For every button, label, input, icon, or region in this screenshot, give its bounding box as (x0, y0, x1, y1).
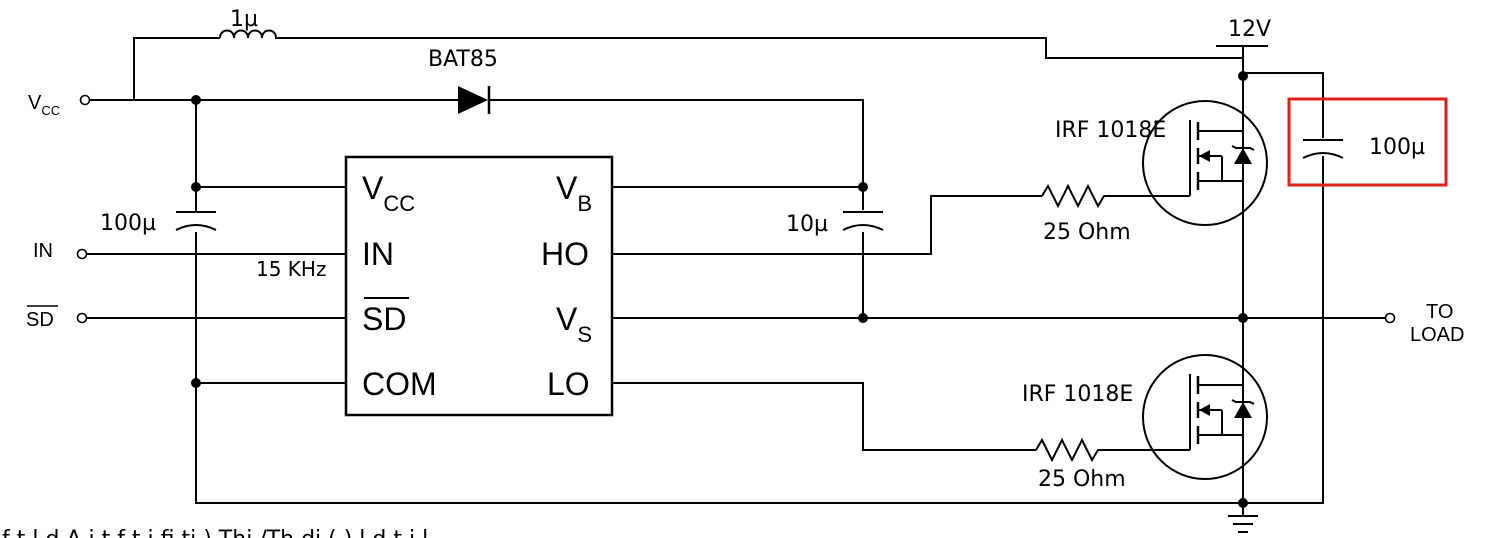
wire-right-rail (1243, 72, 1324, 504)
in-input-label: IN (33, 240, 53, 262)
cap-left-label: 100µ (100, 211, 156, 236)
resistor-bottom-icon (1035, 437, 1102, 463)
diode-icon (458, 86, 491, 114)
ic-pin-vb: VB (556, 170, 592, 216)
in-terminal (76, 248, 88, 260)
res-top-label: 25 Ohm (1043, 220, 1131, 245)
capacitor-right-icon (1302, 139, 1344, 159)
capacitor-left-icon (175, 211, 217, 231)
wire-lo (612, 382, 1190, 451)
cap-right-label: 100µ (1369, 135, 1425, 160)
sd-input-label: SD (26, 309, 54, 331)
diode-label: BAT85 (428, 47, 498, 72)
to-load-label-1: TO (1426, 301, 1453, 323)
driver-ic (344, 155, 614, 417)
ic-pin-com: COM (362, 366, 437, 402)
mosfet-bottom-icon (1142, 354, 1268, 480)
vcc-terminal (79, 94, 91, 106)
wire-ho (612, 195, 1190, 255)
capacitor-mid-icon (842, 211, 884, 231)
resistor-top-icon (1041, 183, 1108, 209)
wire-vcc-inductor (133, 37, 1243, 100)
wire-vcc (90, 99, 864, 210)
ic-pin-ho: HO (541, 236, 589, 272)
vcc-input-label: VCC (28, 92, 60, 118)
mosfet-bottom-label: IRF 1018E (1022, 382, 1133, 407)
res-bottom-label: 25 Ohm (1038, 467, 1126, 492)
load-terminal (1384, 312, 1396, 324)
mosfet-top-label: IRF 1018E (1055, 118, 1166, 143)
cap-mid-label: 10µ (786, 212, 828, 237)
mosfet-top-icon (1142, 100, 1268, 226)
ic-pin-vs: VS (556, 301, 592, 347)
cutoff-caption: f t l d A i t f t i fi ti ) Thi /Th di (… (2, 527, 428, 538)
wire-left-rail (195, 100, 1243, 504)
inductor-icon (219, 29, 280, 39)
inductor-label: 1µ (230, 7, 258, 32)
to-load-label-2: LOAD (1410, 324, 1464, 346)
ground-symbol (1228, 515, 1258, 533)
supply-label: 12V (1228, 17, 1271, 42)
ic-pin-sd: SD (362, 301, 406, 337)
sd-terminal (76, 312, 88, 324)
highlight-box (1287, 97, 1448, 187)
ic-pin-in: IN (362, 236, 394, 272)
freq-label: 15 KHz (256, 257, 326, 281)
ic-pin-vcc: VCC (362, 170, 415, 216)
ic-pin-lo: LO (547, 366, 590, 402)
junction-dots (191, 71, 1248, 508)
